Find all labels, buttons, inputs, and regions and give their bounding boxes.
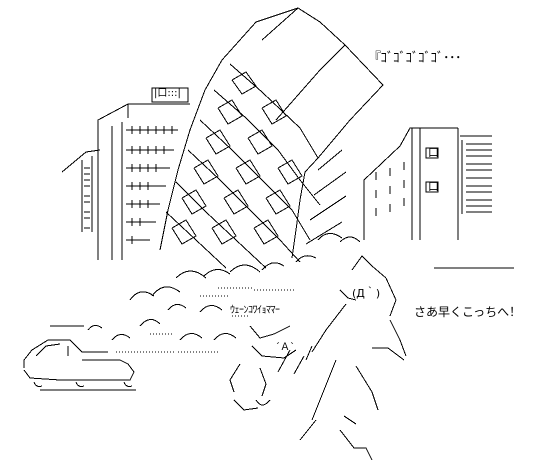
running-face: (Д｀) [352, 287, 381, 300]
speech-text: さあ早くこっちへ！ [414, 305, 522, 319]
window-glyph-lower: 口 [428, 180, 439, 193]
left-building [61, 87, 190, 260]
rooftop-sign: |口:::| [154, 88, 181, 99]
small-face: ´Ａ` [275, 342, 295, 353]
window-glyph-upper: 口 [428, 146, 439, 159]
fleeing-figures [229, 255, 407, 461]
rumble-sound-effect: 『ｺﾞｺﾞｺﾞｺﾞｺﾞ･･･ [368, 51, 462, 66]
crying-sound-effect: ｳｪｰﾝｺﾜｲｮﾏﾏｰ [230, 305, 280, 316]
tilted-building [159, 7, 384, 269]
car [23, 325, 136, 391]
dust-clouds [87, 233, 361, 353]
right-buildings [363, 127, 514, 269]
